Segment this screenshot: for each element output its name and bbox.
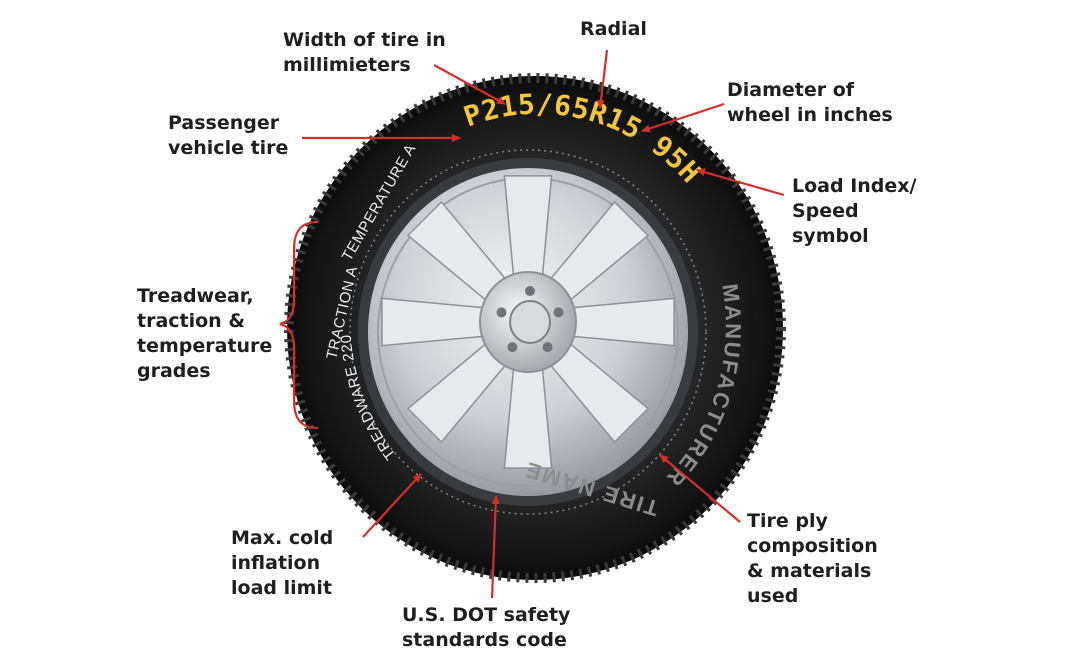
wheel-rim — [368, 168, 688, 496]
label-radial: Radial — [580, 18, 647, 40]
label-grades: Treadwear, traction & temperature grades — [137, 285, 279, 382]
arrow-diameter — [641, 102, 725, 133]
tread-pattern — [284, 73, 786, 583]
lug-nut — [525, 286, 535, 296]
center-cap — [509, 300, 551, 344]
label-ply: Tire ply composition & materials used — [747, 510, 884, 607]
label-inflation: Max. cold inflation load limit — [231, 527, 340, 599]
lug-nut — [496, 307, 507, 318]
sidewall-fine-print — [349, 149, 707, 515]
label-diameter: Diameter of wheel in inches — [727, 79, 893, 126]
arrow-radial — [596, 49, 609, 109]
arrow-ply — [659, 454, 741, 523]
lug-nut — [542, 342, 553, 353]
arrow-load-speed — [696, 168, 785, 197]
lug-nuts — [496, 286, 564, 353]
arrow-width — [433, 64, 506, 105]
callout-arrows — [279, 49, 785, 599]
label-dot: U.S. DOT safety standards code — [402, 604, 577, 651]
callout-labels: Radial Width of tire in millimieters Dia… — [137, 18, 923, 651]
rim-spokes — [381, 175, 675, 469]
label-load-speed: Load Index/ Speed symbol — [792, 175, 923, 247]
grades-bracket — [279, 220, 319, 430]
lug-nut — [507, 342, 518, 353]
label-width: Width of tire in millimieters — [283, 29, 452, 76]
arrow-dot — [490, 495, 500, 599]
lug-nut — [553, 307, 564, 318]
label-passenger: Passenger vehicle tire — [168, 112, 288, 159]
arrow-inflation — [362, 473, 422, 538]
